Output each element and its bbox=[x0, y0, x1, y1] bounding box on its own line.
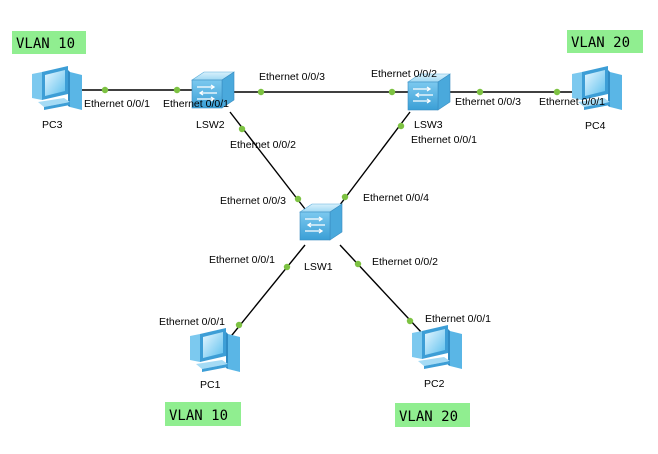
interface-label: Ethernet 0/0/1 bbox=[539, 96, 605, 108]
pc4-label: PC4 bbox=[585, 120, 606, 132]
link-lsw3-lsw1 bbox=[329, 111, 411, 219]
svg-text:VLAN 10: VLAN 10 bbox=[169, 408, 228, 424]
lsw1-label: LSW1 bbox=[304, 261, 333, 273]
port-dot bbox=[283, 263, 291, 271]
port-dot bbox=[397, 122, 405, 130]
port-dot bbox=[173, 86, 181, 94]
interface-label: Ethernet 0/0/1 bbox=[159, 316, 225, 328]
interface-label: Ethernet 0/0/1 bbox=[84, 98, 150, 110]
port-dot bbox=[406, 317, 414, 325]
pc3-label: PC3 bbox=[42, 119, 63, 131]
port-dots bbox=[101, 86, 561, 329]
interface-label: Ethernet 0/0/1 bbox=[411, 134, 477, 146]
vlan-tag-pc2: VLAN 20 bbox=[395, 403, 470, 427]
interface-label: Ethernet 0/0/2 bbox=[371, 68, 437, 80]
vlan-tag-pc3: VLAN 10 bbox=[12, 31, 86, 54]
svg-text:VLAN 10: VLAN 10 bbox=[16, 36, 75, 52]
lsw1-switch-icon[interactable] bbox=[299, 203, 343, 241]
pc1-label: PC1 bbox=[200, 379, 221, 391]
pc3-pc-icon[interactable] bbox=[32, 66, 82, 110]
port-dot bbox=[101, 86, 109, 94]
interface-label: Ethernet 0/0/1 bbox=[163, 98, 229, 110]
port-dot bbox=[257, 88, 265, 96]
pc2-label: PC2 bbox=[424, 378, 445, 390]
port-dot bbox=[294, 195, 302, 203]
port-dot bbox=[238, 125, 246, 133]
svg-text:VLAN 20: VLAN 20 bbox=[571, 35, 630, 51]
interface-label: Ethernet 0/0/1 bbox=[209, 254, 275, 266]
interface-label: Ethernet 0/0/2 bbox=[372, 256, 438, 268]
interface-label: Ethernet 0/0/4 bbox=[363, 192, 429, 204]
lsw2-label: LSW2 bbox=[196, 119, 225, 131]
port-dot bbox=[341, 193, 349, 201]
pc2-pc-icon[interactable] bbox=[412, 325, 462, 369]
port-dot bbox=[388, 88, 396, 96]
interface-label: Ethernet 0/0/3 bbox=[220, 195, 286, 207]
svg-text:VLAN 20: VLAN 20 bbox=[399, 409, 458, 425]
vlan-tag-pc4: VLAN 20 bbox=[567, 30, 643, 53]
port-dot bbox=[553, 88, 561, 96]
port-dot bbox=[476, 88, 484, 96]
port-dot bbox=[235, 321, 243, 329]
interface-label: Ethernet 0/0/2 bbox=[230, 139, 296, 151]
vlan-tag-pc1: VLAN 10 bbox=[165, 402, 241, 426]
port-dot bbox=[354, 260, 362, 268]
interface-label: Ethernet 0/0/3 bbox=[455, 96, 521, 108]
interface-label: Ethernet 0/0/1 bbox=[425, 313, 491, 325]
interface-label: Ethernet 0/0/3 bbox=[259, 71, 325, 83]
lsw3-label: LSW3 bbox=[414, 119, 443, 131]
